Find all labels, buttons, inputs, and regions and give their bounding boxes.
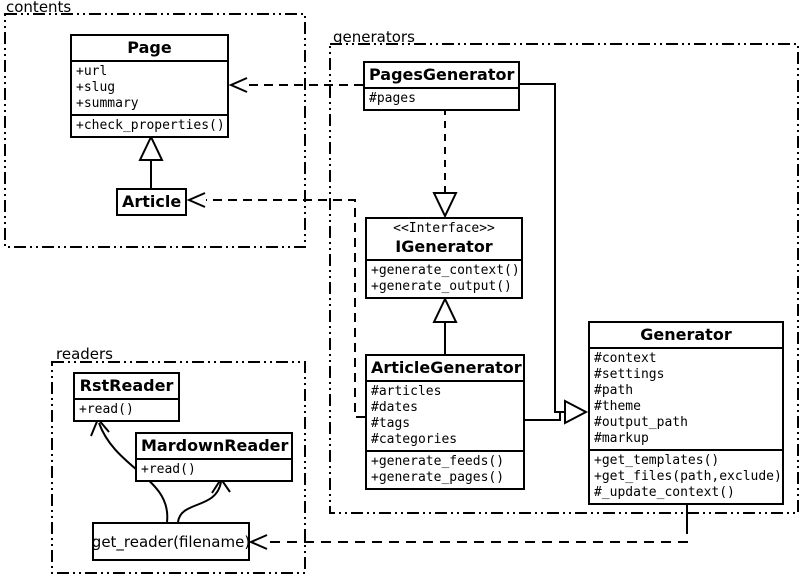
inheritance-arrowhead	[138, 134, 164, 161]
attributes-compartment: #context #settings #path #theme #output_…	[590, 347, 782, 449]
inheritance-arrowhead	[564, 399, 589, 425]
package-label-contents: contents	[6, 0, 72, 16]
class-method: +generate_feeds()	[371, 454, 505, 469]
class-attribute: #tags	[371, 416, 411, 431]
class-attribute: #markup	[594, 431, 649, 446]
class-box-pagesgenerator: PagesGenerator #pages	[363, 61, 520, 111]
attributes-compartment: #pages	[365, 87, 518, 109]
generalization-pagesgenerator-generator	[520, 83, 565, 413]
class-title-igenerator: IGenerator	[395, 237, 493, 256]
class-box-rstreader: RstReader +read()	[73, 372, 180, 422]
class-box-page: Page +url +slug +summary +check_properti…	[70, 34, 229, 138]
class-attribute: +summary	[76, 96, 139, 111]
class-box-article: Article	[116, 188, 187, 216]
class-method: +get_files(path,exclude)	[594, 469, 782, 484]
methods-compartment: +check_properties()	[72, 114, 227, 136]
open-arrowhead	[186, 192, 206, 208]
class-attribute: #pages	[369, 91, 416, 106]
class-title-generator: Generator	[640, 325, 732, 344]
dependency-generator-getreader	[266, 524, 688, 543]
class-method: +generate_pages()	[371, 470, 505, 485]
attributes-compartment: +url +slug +summary	[72, 60, 227, 114]
methods-compartment: +read()	[75, 398, 178, 420]
class-attribute: #dates	[371, 400, 418, 415]
class-title-rstreader: RstReader	[79, 376, 174, 395]
class-title-articlegenerator: ArticleGenerator	[371, 358, 522, 377]
class-attribute: +url	[76, 64, 108, 79]
class-attribute: #context	[594, 351, 657, 366]
class-title-pagesgenerator: PagesGenerator	[369, 65, 515, 84]
class-attribute: #path	[594, 383, 634, 398]
package-border-generators	[329, 43, 799, 514]
methods-compartment: +get_templates() +get_files(path,exclude…	[590, 449, 782, 503]
class-attribute: +slug	[76, 80, 116, 95]
open-arrowhead	[248, 534, 268, 550]
package-label-readers: readers	[56, 345, 113, 363]
open-arrowhead	[228, 77, 248, 93]
inheritance-arrowhead	[432, 296, 458, 323]
class-box-generator: Generator #context #settings #path #them…	[588, 321, 784, 505]
class-method: +check_properties()	[76, 118, 225, 133]
class-title-article: Article	[122, 192, 182, 211]
class-method: +generate_context()	[371, 263, 520, 278]
interface-header: <<Interface>> IGenerator	[367, 219, 521, 259]
attributes-compartment: #articles #dates #tags #categories	[367, 380, 523, 450]
class-method: +get_templates()	[594, 453, 720, 468]
methods-compartment: +generate_feeds() +generate_pages()	[367, 450, 523, 488]
class-box-igenerator: <<Interface>> IGenerator +generate_conte…	[365, 217, 523, 299]
class-attribute: #settings	[594, 367, 665, 382]
class-attribute: #categories	[371, 432, 458, 447]
class-method: +generate_output()	[371, 279, 512, 294]
package-border-readers	[51, 361, 306, 574]
class-method: +read()	[79, 402, 134, 417]
class-attribute: #articles	[371, 384, 442, 399]
class-box-mardownreader: MardownReader +read()	[135, 432, 293, 482]
class-title-mardownreader: MardownReader	[141, 436, 289, 455]
stereotype-label: <<Interface>>	[393, 221, 495, 236]
inheritance-arrowhead	[432, 192, 458, 219]
methods-compartment: +generate_context() +generate_output()	[367, 259, 521, 297]
class-attribute: #theme	[594, 399, 641, 414]
arrow-getreader-mardownreader	[177, 481, 222, 523]
class-attribute: #output_path	[594, 415, 688, 430]
package-label-generators: generators	[333, 28, 415, 46]
methods-compartment: +read()	[137, 458, 291, 480]
package-border-contents	[4, 13, 306, 248]
class-method: #_update_context()	[594, 485, 735, 500]
dependency-articlegenerator-article	[206, 199, 365, 418]
class-method: +read()	[141, 462, 196, 477]
generalization-articlegenerator-generator	[525, 412, 561, 421]
class-box-articlegenerator: ArticleGenerator #articles #dates #tags …	[365, 354, 525, 490]
function-box-get-reader: get_reader(filename)	[92, 522, 250, 561]
class-title-page: Page	[127, 38, 172, 57]
